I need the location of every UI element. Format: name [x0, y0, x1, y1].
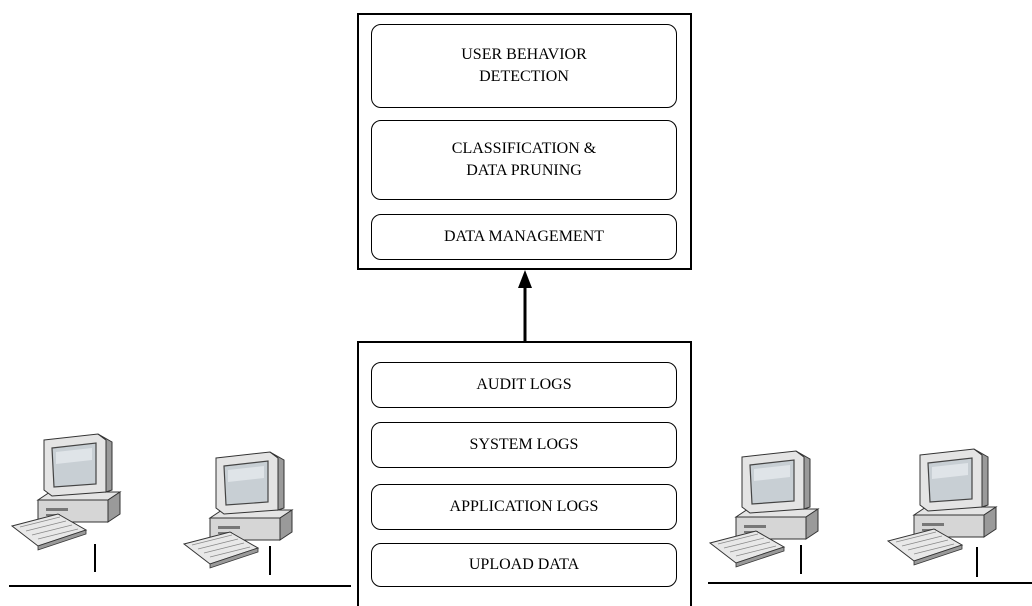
client-3-connection: [800, 545, 802, 574]
desktop-computer-icon: [708, 450, 820, 568]
classification-data-pruning-box: CLASSIFICATION & DATA PRUNING: [371, 120, 677, 200]
system-logs-box: SYSTEM LOGS: [371, 422, 677, 468]
upload-data-box: UPLOAD DATA: [371, 543, 677, 587]
client-4-connection: [976, 547, 978, 577]
right-network-line: [708, 582, 1032, 584]
data-management-box: DATA MANAGEMENT: [371, 214, 677, 260]
client-2-connection: [269, 546, 271, 575]
desktop-computer-icon: [886, 448, 998, 566]
client-1-connection: [94, 544, 96, 572]
left-network-line: [9, 585, 351, 587]
desktop-computer-icon: [182, 451, 294, 569]
application-logs-box: APPLICATION LOGS: [371, 484, 677, 530]
upward-arrow: [518, 270, 532, 344]
user-behavior-detection-box: USER BEHAVIOR DETECTION: [371, 24, 677, 108]
desktop-computer-icon: [10, 433, 122, 551]
audit-logs-box: AUDIT LOGS: [371, 362, 677, 408]
